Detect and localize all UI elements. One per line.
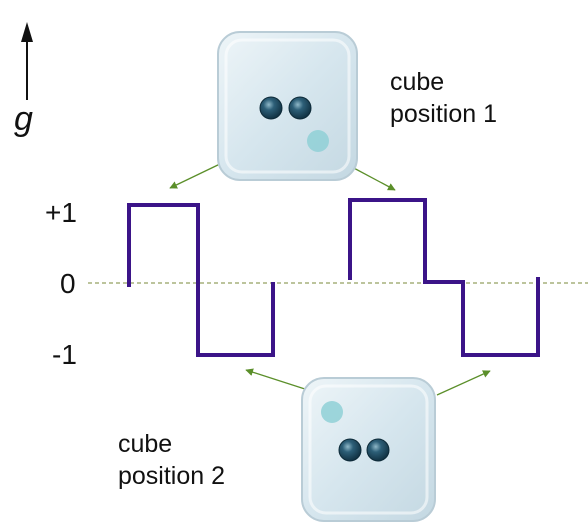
cube-2-marker <box>321 401 343 423</box>
cube-1-caption: cube position 1 <box>390 66 497 130</box>
cube-1-dot-right <box>288 96 312 120</box>
cube-1-caption-line1: cube <box>390 68 445 96</box>
cube-2-dot-right <box>366 438 390 462</box>
cube-position-1-image <box>217 31 358 181</box>
level-zero-label: 0 <box>60 268 76 299</box>
gravity-label: g <box>14 100 33 138</box>
cube-2-caption-line1: cube <box>118 430 173 458</box>
gravity-arrow-head <box>21 22 33 42</box>
signal-waveform-2 <box>348 198 540 357</box>
arrow-cube2-left <box>245 368 309 391</box>
signal-waveform <box>127 203 275 357</box>
level-plus-one-label: +1 <box>45 197 77 228</box>
cube-2-caption-line2: position 2 <box>118 462 226 490</box>
cube-1-marker <box>307 130 329 152</box>
level-minus-one-label: -1 <box>52 339 77 370</box>
cube-1-dot-left <box>259 96 283 120</box>
arrow-cube1-right <box>349 165 396 191</box>
cube-position-2-image <box>301 377 436 522</box>
arrow-cube2-right <box>436 370 491 396</box>
cube-2-dot-left <box>338 438 362 462</box>
cube-1-caption-line2: position 1 <box>390 100 498 128</box>
arrow-cube1-left <box>169 162 223 189</box>
cube-2-caption: cube position 2 <box>118 428 225 492</box>
